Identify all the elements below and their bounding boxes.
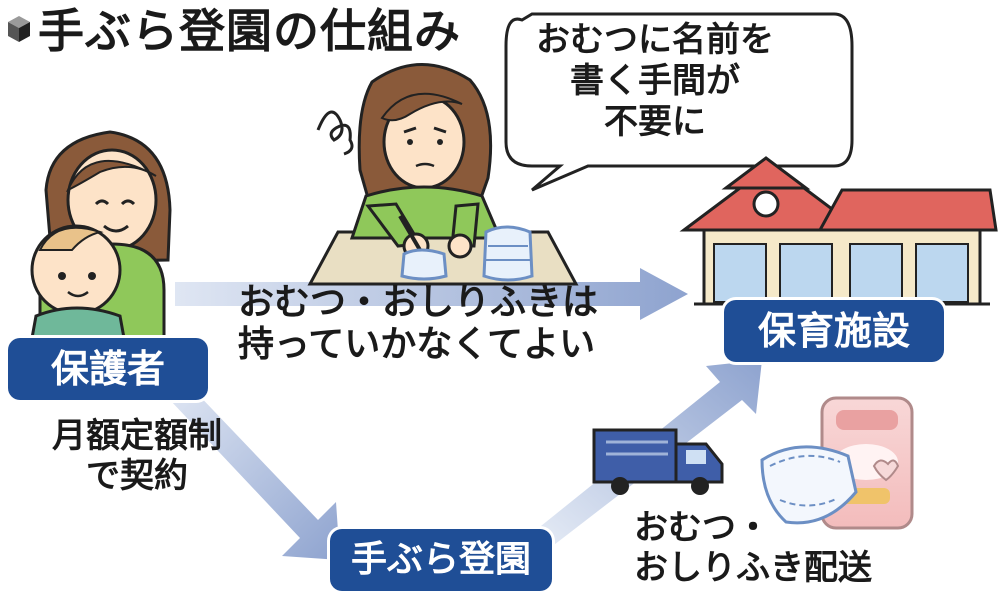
flow-parent-to-facility-text: おむつ・おしりふきは 持っていかなくてよい <box>238 282 598 367</box>
parent-writing-name-illustration <box>307 63 579 286</box>
label-service: 手ぶら登園 <box>330 529 552 591</box>
flow-line: 持っていかなくてよい <box>238 324 596 366</box>
speech-bubble-text: おむつに名前を 書く手間が 不要に <box>536 20 774 142</box>
delivery-truck-illustration <box>592 428 724 495</box>
speech-bubble <box>504 12 854 192</box>
diaper-illustration <box>760 445 858 525</box>
flow-contract-text: 月額定額制 で契約 <box>52 416 222 496</box>
cube-bullet-icon <box>8 16 30 42</box>
page-title: 手ぶら登園の仕組み <box>38 4 461 58</box>
flow-line: で契約 <box>86 456 188 497</box>
mother-with-baby-illustration <box>30 130 172 340</box>
arrow-parent-to-facility <box>175 268 688 320</box>
flow-line: 月額定額制 <box>52 416 222 456</box>
speech-line: おむつに名前を <box>536 20 774 60</box>
flow-delivery-text: おむつ・ おしりふき配送 <box>634 508 872 588</box>
flow-line: おしりふき配送 <box>634 548 872 589</box>
speech-line: 書く手間が <box>570 60 740 101</box>
arrow-parent-to-service <box>170 388 340 560</box>
flow-line: おむつ・おしりふきは <box>238 282 599 323</box>
label-facility: 保育施設 <box>724 300 944 362</box>
flow-line: おむつ・ <box>634 508 770 548</box>
nursery-building-illustration <box>679 156 998 306</box>
label-parent: 保護者 <box>8 338 208 400</box>
speech-line: 不要に <box>604 101 706 142</box>
